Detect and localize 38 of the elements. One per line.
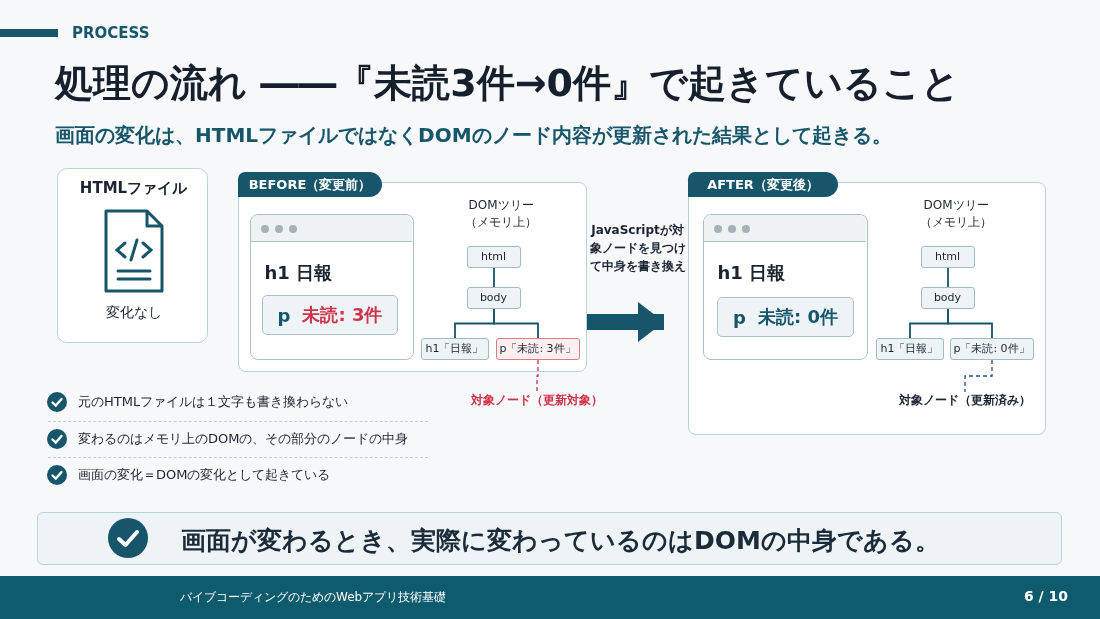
checklist-item: 画面の変化＝DOMの変化として起きている [78, 466, 331, 484]
dom-node-box: h1「日報」 [420, 337, 489, 360]
page-number: 6 / 10 [1022, 588, 1068, 604]
card-caption: 変化なし [104, 304, 163, 322]
section-label: PROCESS [72, 24, 150, 42]
card-heading: HTMLファイル [78, 179, 189, 198]
edge-label: JavaScriptが対象ノードを見つけて中身を書き換え [587, 221, 688, 275]
dom-node-box: html [920, 245, 975, 268]
dom-node-box: body [466, 286, 521, 309]
tag-name: p [733, 306, 746, 328]
file-card [57, 168, 208, 343]
subtitle: 画面の変化は、HTMLファイルではなくDOMのノード内容が更新された結果として起きる。 [55, 122, 892, 149]
tree-heading: DOMツリー（メモリ上） [919, 197, 993, 231]
dom-node-box: p「未読: 0件」 [949, 337, 1034, 360]
browser-window [702, 213, 868, 360]
paragraph-text: 未読: 3件 [302, 303, 383, 327]
conclusion-banner [37, 512, 1062, 565]
dom-node-box: p「未読: 3件」 [495, 337, 580, 360]
heading-text: h1 日報 [264, 260, 333, 285]
dom-node-box: html [466, 245, 521, 268]
dom-node-box: h1「日報」 [875, 337, 944, 360]
browser-window [249, 213, 414, 360]
checklist-item: 元のHTMLファイルは１文字も書き換わらない [78, 393, 349, 411]
annotation-text: 対象ノード（更新対象） [452, 392, 622, 410]
slide-title: 処理の流れ ――『未読3件→0件』で起きていること [55, 60, 960, 107]
conclusion-text: 画面が変わるとき、実際に変わっているのはDOMの中身である。 [181, 525, 940, 557]
paragraph-box [717, 297, 854, 337]
annotation-text: 対象ノード（更新済み） [879, 391, 1050, 410]
footer-text: バイブコーディングのためのWebアプリ技術基礎 [180, 589, 447, 606]
heading-text: h1 日報 [717, 260, 786, 285]
paragraph-text: 未読: 0件 [757, 305, 838, 329]
tree-heading: DOMツリー（メモリ上） [464, 197, 538, 231]
panel-tab: BEFORE（変更前） [238, 172, 382, 197]
panel-tab: AFTER（変更後） [688, 172, 838, 197]
tag-name: p [277, 304, 291, 326]
checklist-item: 変わるのはメモリ上のDOMの、その部分のノードの中身 [78, 430, 409, 448]
paragraph-box [262, 295, 398, 335]
dom-node-box: body [920, 286, 975, 309]
